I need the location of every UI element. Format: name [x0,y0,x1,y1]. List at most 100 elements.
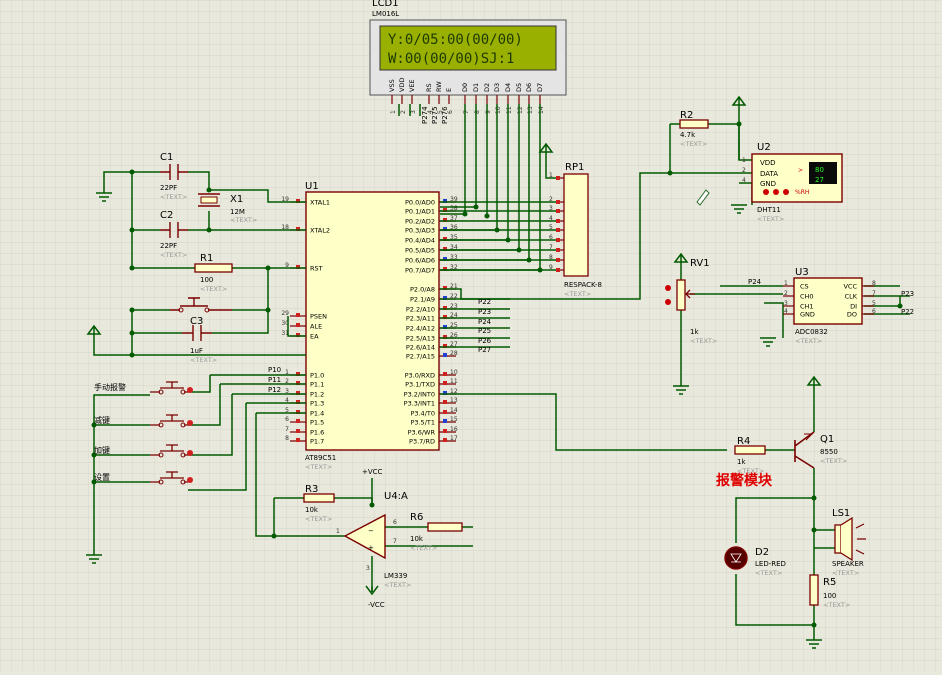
push-button-contact [180,479,186,485]
lcd-pin-number: 7 [463,110,470,114]
capacitor-c1[interactable]: C1 22PF <TEXT> [160,152,188,201]
capacitor-c3[interactable]: C3 1uF <TEXT> [182,316,217,364]
mcu-pin-number: 11 [450,378,458,385]
push-button-state-icon[interactable] [187,477,193,483]
mcu-pin-number: 7 [285,426,289,433]
push-button[interactable]: 手动报警 [94,381,193,395]
pin-state-icon [443,257,447,261]
r3-ref: R3 [305,484,318,495]
u2-model: DHT11 [757,206,781,214]
reset-button-switch[interactable] [170,297,232,313]
resistor-r4[interactable]: R4 1k <TEXT> [734,436,766,475]
u2-button-icon[interactable] [773,189,779,195]
u2-up-arrow[interactable]: > [798,167,803,174]
rv1-inc-button-icon[interactable] [665,285,671,291]
pin-state-icon [296,419,300,423]
lcd-pin-number: 8 [474,110,481,114]
push-button-contact [180,389,186,395]
transistor-q1[interactable]: Q1 8550 <TEXT> [794,431,847,469]
pin-state-icon [443,315,447,319]
potentiometer-rv1[interactable]: RV1 1k <TEXT> [665,258,717,345]
mcu-pin-number: 12 [450,388,458,395]
comparator-u4a[interactable]: U4:A +VCC − + 1 6 7 3 LM339 <TEXT> -VCC [336,468,411,609]
pin-state-icon [443,325,447,329]
alarm-module-label: 报警模块 [716,472,773,489]
mcu-pin-number: 2 [285,378,289,385]
c1-value: 22PF [160,184,177,192]
mcu-pin-number: 17 [450,435,458,442]
push-button[interactable]: 设置 [94,471,193,485]
pin-state-icon [443,335,447,339]
push-button[interactable]: 减键 [94,414,193,428]
capacitor-c2[interactable]: C2 22PF <TEXT> [160,210,188,259]
led-d2[interactable]: D2 LED-RED <TEXT> [724,546,786,577]
mcu-pin-label: P1.7 [310,438,324,446]
mcu-pin-number: 8 [285,435,289,442]
rv1-dec-button-icon[interactable] [665,299,671,305]
u3-text-placeholder: <TEXT> [795,337,822,345]
push-button-state-icon[interactable] [187,420,193,426]
u3-pin-label: DO [847,311,857,319]
rp1-pin-number: 7 [549,244,553,251]
lcd-pin-number: 3 [410,110,417,114]
lcd-pin-label: D6 [525,83,533,92]
pin-state-icon [443,227,447,231]
pin-state-icon [443,208,447,212]
junctions [91,121,903,628]
lcd-pin-label: RS [425,83,433,92]
mcu-pin-number: 6 [285,416,289,423]
lcd-pin-label: D3 [493,83,501,92]
u2-ref: U2 [757,142,771,153]
u3-pin-label: GND [800,311,815,319]
push-button[interactable]: 加键 [94,444,193,458]
mcu-pin-label: P1.4 [310,410,324,418]
ground-icon [760,337,776,347]
net-label-p23: P23 [478,308,491,316]
pin-state-icon [443,381,447,385]
lcd-pin-label: D1 [472,83,480,92]
mcu-pin-label: P2.6/A14 [406,344,435,352]
u2-button-icon[interactable] [783,189,789,195]
net-label-p10: P10 [268,366,281,374]
lcd-pin-number: 13 [527,106,534,114]
ground-icon [731,204,747,214]
resistor-r5[interactable]: R5 100 <TEXT> [809,574,850,609]
sensor-u2-dht11[interactable]: U2 VDD DATA GND 1 2 4 80 27 > %RH DHT11 … [742,142,843,223]
speaker-ls1[interactable]: LS1 SPEAKER <TEXT> [832,508,866,577]
lcd-pin-label: D0 [461,83,469,92]
lcd-pin-number: 9 [485,110,492,114]
mcu-pin-label: P2.0/A8 [410,286,435,294]
lcd-pin-number: 10 [495,106,502,114]
x1-text-placeholder: <TEXT> [230,216,257,224]
lcd-pin-label: VDD [398,78,406,92]
crystal-x1[interactable]: X1 12M <TEXT> [198,193,257,224]
resistor-r1[interactable]: R1 100 <TEXT> [194,253,233,293]
pin-state-icon [443,247,447,251]
u3-pin-number: 3 [784,300,788,307]
push-button-state-icon[interactable] [187,387,193,393]
lcd-module[interactable]: LCD1 LM016L <TEXT> Y:0/05:00(00/00) W:00… [369,0,567,114]
pin-state-icon [296,372,300,376]
rp1-text-placeholder: <TEXT> [564,290,591,298]
pin-state-icon [296,199,300,203]
u2-button-icon[interactable] [763,189,769,195]
resistor-r2[interactable]: R2 4.7k <TEXT> [679,110,709,148]
mcu-pin-label: PSEN [310,313,327,321]
u4-plus-sign: + [368,544,374,552]
resistor-r3[interactable]: R3 10k <TEXT> [303,484,335,523]
mcu-pin-label: P2.1/A9 [410,296,435,304]
push-button-state-icon[interactable] [187,450,193,456]
u3-pin-label: CH0 [800,293,814,301]
net-label-p22-adc: P22 [901,308,914,316]
u3-pin-number: 8 [872,280,876,287]
u2-temp-display: 80 [815,166,824,174]
mcu-ref: U1 [305,181,319,192]
r3-text-placeholder: <TEXT> [305,515,332,523]
r4-ref: R4 [737,436,750,447]
resistor-r6[interactable]: R6 10k <TEXT> [410,512,463,552]
lcd-rs-net-labels: P274 P275 P276 [421,106,449,124]
pin-state-icon [443,237,447,241]
